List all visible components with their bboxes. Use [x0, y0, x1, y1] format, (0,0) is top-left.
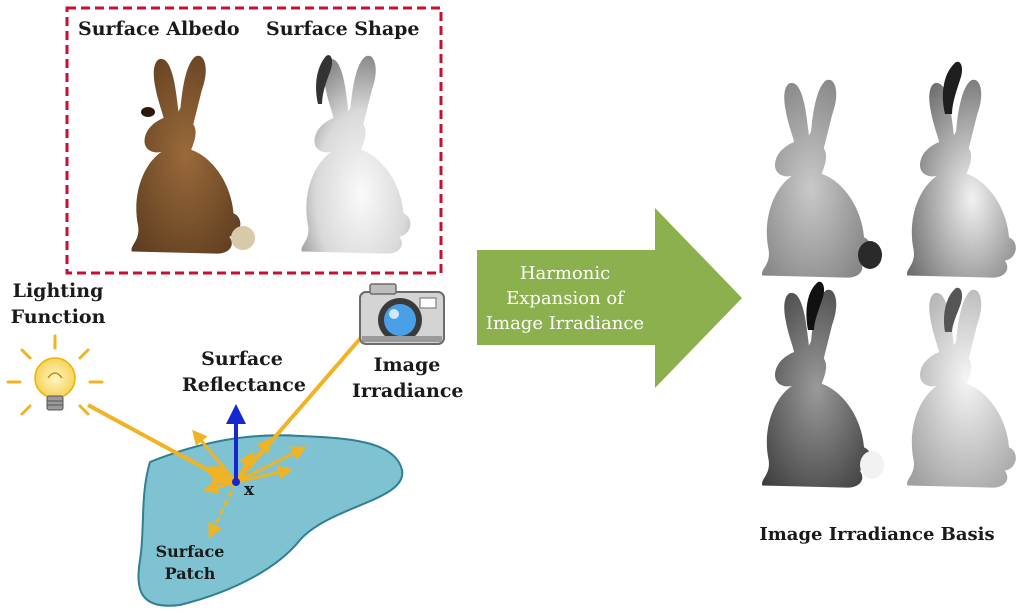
camera-icon — [359, 283, 445, 345]
basis-bunny-2 — [907, 61, 1016, 278]
harmonic-expansion-arrow — [477, 208, 742, 388]
shape-bunny-image — [301, 55, 411, 254]
surface-reflectance-label-line2: Reflectance — [182, 374, 306, 396]
image-irradiance-label-line1: Image — [373, 354, 441, 376]
lighting-function-label-line2: Function — [10, 306, 106, 328]
input-dashed-box — [65, 6, 443, 275]
surface-shape-label: Surface Shape — [266, 18, 420, 40]
surface-point — [232, 478, 240, 486]
lighting-function-label-line1: Lighting — [12, 280, 104, 302]
arrow-text-line2: Expansion of — [506, 288, 624, 309]
bulb-rays — [6, 334, 104, 416]
reflectance-lobe — [192, 429, 307, 539]
surface-patch-label-line2: Patch — [164, 564, 216, 583]
arrow-text-line3: Image Irradiance — [485, 313, 645, 334]
surface-albedo-label: Surface Albedo — [78, 18, 240, 40]
surface-reflectance-label-line1: Surface — [201, 348, 283, 370]
albedo-bunny-image — [131, 55, 255, 254]
basis-bunny-3 — [762, 281, 884, 488]
image-irradiance-basis-caption: Image Irradiance Basis — [759, 524, 995, 545]
light-bulb-icon — [34, 357, 76, 411]
arrow-text-line1: Harmonic — [519, 263, 611, 284]
image-irradiance-label-line2: Irradiance — [352, 380, 464, 402]
point-x-label: x — [244, 480, 255, 500]
surface-patch-label-line1: Surface — [155, 542, 225, 561]
basis-bunny-1 — [762, 79, 882, 278]
basis-bunny-4 — [907, 287, 1016, 488]
